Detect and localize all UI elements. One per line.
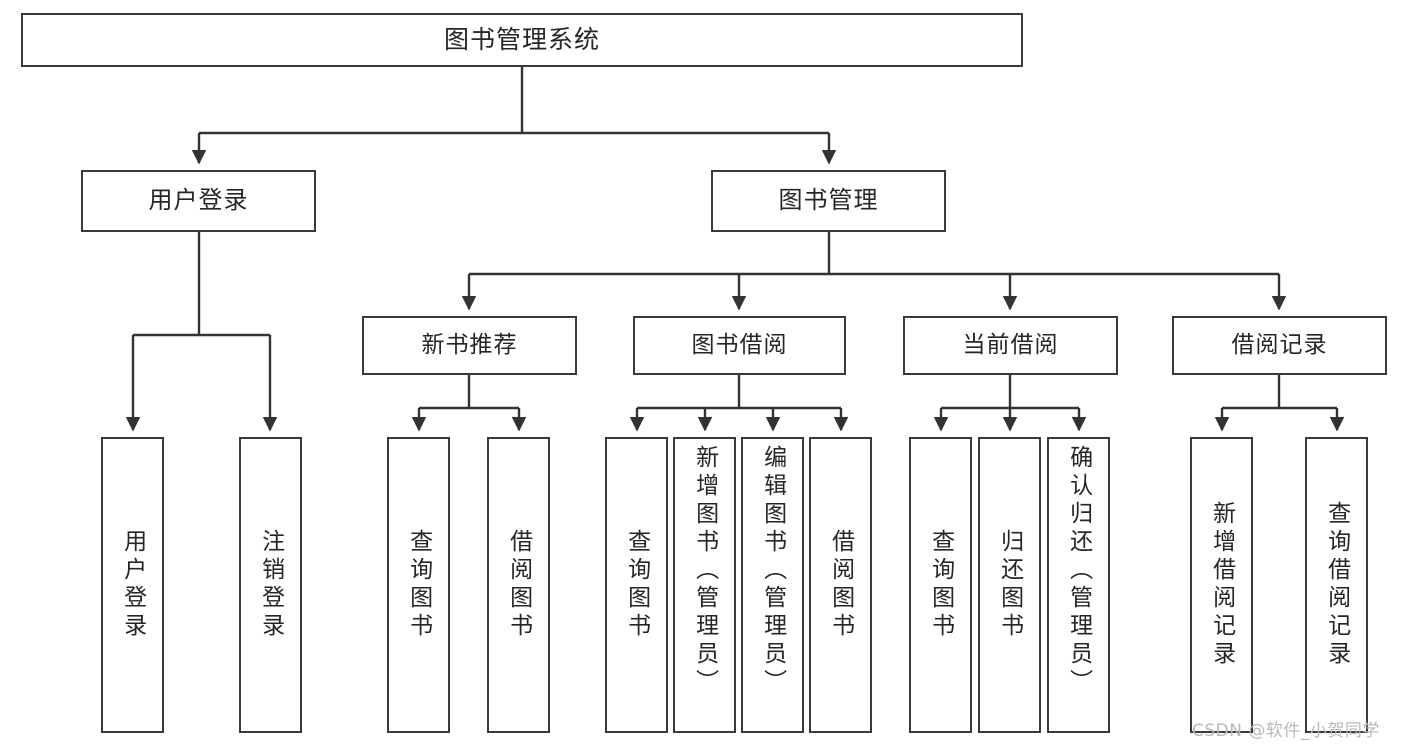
leaf-query-book-borrow[interactable]: 查询图书 xyxy=(605,437,668,733)
leaf-label: 归还图书 xyxy=(996,529,1023,641)
leaf-borrow-book-borrow[interactable]: 借阅图书 xyxy=(809,437,872,733)
node-label: 当前借阅 xyxy=(962,332,1059,359)
leaf-label: 查询图书 xyxy=(623,529,650,641)
leaf-label: 借阅图书 xyxy=(827,529,854,641)
leaf-logout-login[interactable]: 注销登录 xyxy=(239,437,302,733)
leaf-return-book[interactable]: 归还图书 xyxy=(978,437,1041,733)
node-root-book-management-system[interactable]: 图书管理系统 xyxy=(21,13,1023,67)
leaf-user-login[interactable]: 用户登录 xyxy=(101,437,164,733)
node-new-book-recommend[interactable]: 新书推荐 xyxy=(362,316,577,375)
leaf-confirm-return-admin[interactable]: 确认归还（管理员） xyxy=(1047,437,1110,733)
node-user-login[interactable]: 用户登录 xyxy=(81,170,316,232)
node-book-borrow[interactable]: 图书借阅 xyxy=(633,316,846,375)
leaf-query-borrow-record[interactable]: 查询借阅记录 xyxy=(1305,437,1368,733)
leaf-label: 用户登录 xyxy=(119,529,146,641)
leaf-label: 查询图书 xyxy=(927,529,954,641)
leaf-label: 查询借阅记录 xyxy=(1323,501,1350,669)
leaf-label: 编辑图书（管理员） xyxy=(759,445,786,697)
leaf-add-book-admin[interactable]: 新增图书（管理员） xyxy=(673,437,736,733)
node-label: 图书借阅 xyxy=(691,332,788,359)
node-label: 图书管理系统 xyxy=(443,24,600,54)
leaf-edit-book-admin[interactable]: 编辑图书（管理员） xyxy=(741,437,804,733)
node-label: 新书推荐 xyxy=(421,332,518,359)
leaf-label: 新增图书（管理员） xyxy=(691,445,718,697)
leaf-label: 确认归还（管理员） xyxy=(1065,445,1092,697)
node-label: 图书管理 xyxy=(778,186,879,215)
csdn-watermark: CSDN @软件_小贺同学 xyxy=(1192,721,1380,741)
node-book-management[interactable]: 图书管理 xyxy=(711,170,946,232)
node-borrow-record[interactable]: 借阅记录 xyxy=(1172,316,1387,375)
leaf-label: 新增借阅记录 xyxy=(1208,501,1235,669)
leaf-label: 查询图书 xyxy=(405,529,432,641)
node-current-borrow[interactable]: 当前借阅 xyxy=(903,316,1118,375)
leaf-query-book-recommend[interactable]: 查询图书 xyxy=(387,437,450,733)
leaf-label: 注销登录 xyxy=(257,529,284,641)
leaf-add-borrow-record[interactable]: 新增借阅记录 xyxy=(1190,437,1253,733)
leaf-query-book-current[interactable]: 查询图书 xyxy=(909,437,972,733)
leaf-borrow-book-recommend[interactable]: 借阅图书 xyxy=(487,437,550,733)
leaf-label: 借阅图书 xyxy=(505,529,532,641)
node-label: 借阅记录 xyxy=(1231,332,1328,359)
node-label: 用户登录 xyxy=(148,186,249,215)
